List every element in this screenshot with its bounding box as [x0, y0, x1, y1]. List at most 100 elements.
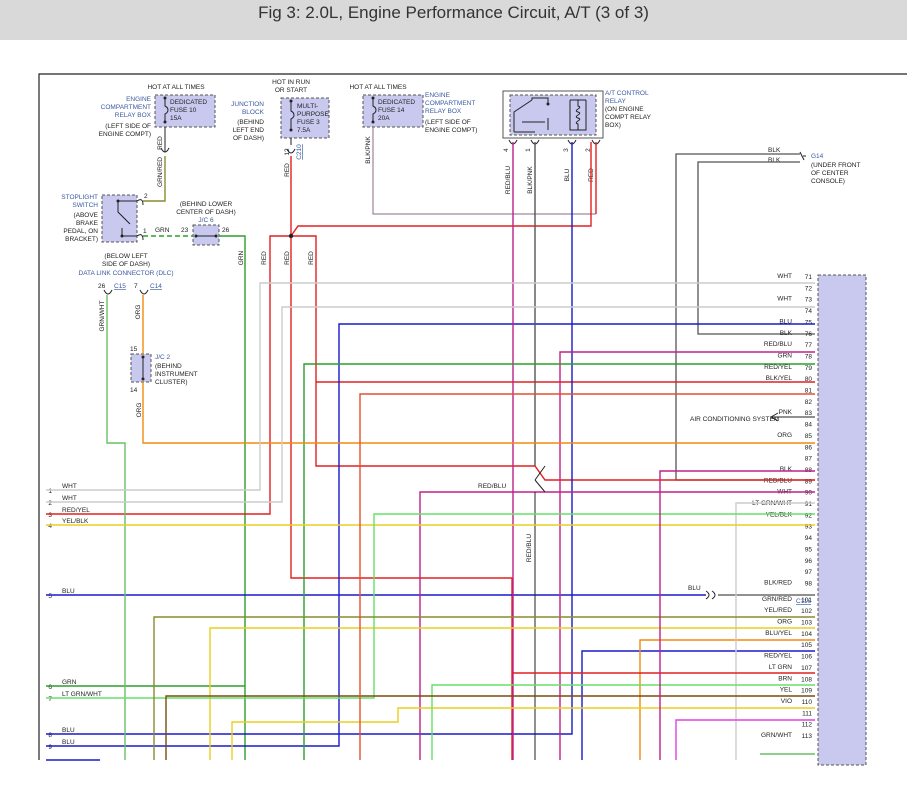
ecm-pin-75: 75 [805, 319, 813, 326]
dlc-note-1: (BELOW LEFT [104, 253, 147, 260]
g14-wire-2 [697, 161, 815, 335]
stoplight-note-2: BRAKE [76, 220, 99, 227]
left-pin-5: 5 [48, 593, 52, 600]
stoplight-note-1: (ABOVE [73, 212, 98, 219]
wire-lt-grn-107 [431, 684, 815, 760]
g14-note-1: (UNDER FRONT [811, 162, 860, 169]
at-control-relay-group: A/T CONTROL RELAY (ON ENGINE COMPT RELAY… [502, 90, 652, 194]
fuse3-connector-c210: C210 [296, 144, 303, 160]
ecm-pin-84: 84 [805, 422, 813, 429]
left-pin-wire-6: GRN [62, 679, 77, 686]
left-pin-4: 4 [48, 523, 52, 530]
jc2-wire-org: ORG [136, 403, 143, 418]
stoplight-pin-1: 1 [143, 228, 147, 235]
jc6-note-2: CENTER OF DASH) [176, 209, 236, 216]
page-title: Fig 3: 2.0L, Engine Performance Circuit,… [258, 3, 649, 22]
jc2-note-3: CLUSTER) [155, 379, 188, 386]
ecm-pin-80: 80 [805, 376, 813, 383]
fuse3-name-1: MULTI- [297, 103, 318, 110]
wire-red-splice-top [290, 142, 592, 237]
stoplight-switch-symbol [117, 200, 137, 237]
dlc-group: (BELOW LEFT SIDE OF DASH) DATA LINK CONN… [79, 253, 174, 332]
wire-grn-wht-dlc [106, 295, 126, 760]
right-pin-list: 71WHT7273WHT7475BLU76BLK77RED/BLU78GRN79… [752, 273, 813, 740]
ecm-pin-74: 74 [805, 308, 813, 315]
wire-grn-red-101 [153, 616, 815, 760]
dlc-connector-c14: C14 [150, 283, 162, 290]
wires: RED RED RED RED/BLU RED/BLU [46, 142, 815, 761]
ecm-pin-wire-109: YEL [780, 687, 793, 694]
wire-wht-1 [46, 282, 815, 491]
wire-blu-75 [46, 323, 815, 747]
jc6-pin-26: 26 [222, 227, 230, 234]
fuse14-note-2: ENGINE COMPT) [425, 127, 477, 134]
ecm-pin-82: 82 [805, 399, 813, 406]
fuse10-wire-grnred-label: GRN/RED [157, 157, 164, 187]
ecm-pin-wire-106: RED/YEL [764, 653, 792, 660]
fuse10-loc-3: RELAY BOX [115, 112, 152, 119]
ecm-pin-85: 85 [805, 433, 813, 440]
fuse10-name-3: 15A [170, 115, 182, 122]
wire-yel-red-102 [209, 627, 815, 760]
wire-lt-grn-wht-91 [46, 513, 815, 699]
jc2-note-1: (BEHIND [155, 363, 182, 370]
fuse14-name-3: 20A [378, 115, 390, 122]
ecm-pin-76: 76 [805, 331, 813, 338]
fuse10-name-1: DEDICATED [170, 99, 207, 106]
ecm-pin-110: 110 [802, 699, 813, 706]
stoplight-switch-group: STOPLIGHT SWITCH (ABOVE BRAKE PEDAL, ON … [61, 156, 166, 243]
jc2-name: J/C 2 [155, 354, 171, 361]
fuse10-loc-1: ENGINE [126, 96, 152, 103]
left-pin-9: 9 [48, 744, 52, 751]
fuse3-hot-2: OR START [275, 87, 307, 94]
ecm-pin-73: 73 [805, 297, 813, 304]
ecm-pin-wire-101: GRN/RED [762, 596, 792, 603]
ecm-pin-92: 92 [805, 512, 813, 519]
diagram-frame [38, 73, 907, 760]
fuse3-name-2: PURPOSE [297, 111, 329, 118]
left-pin-wire-3: RED/YEL [62, 507, 90, 514]
relay-pin-2: 2 [585, 148, 592, 152]
ecm-pin-106: 106 [801, 654, 812, 661]
ecm-pin-91: 91 [805, 501, 813, 508]
fuse-14-group: HOT AT ALL TIMES DEDICATED FUSE 14 20A E… [349, 84, 596, 215]
ecm-pin-93: 93 [805, 524, 813, 531]
wire-wht-90 [735, 502, 815, 760]
wire-red-blu-88 [659, 470, 815, 760]
fuse14-symbol [372, 98, 377, 122]
fuse3-box [280, 97, 330, 139]
jc6-pin-23: 23 [181, 227, 189, 234]
fuse14-name-2: FUSE 14 [378, 107, 405, 114]
wire-org-85 [142, 382, 815, 444]
ecm-pin-wire-85: ORG [777, 432, 792, 439]
relay-note-1: (ON ENGINE [605, 106, 644, 113]
ecm-pin-86: 86 [805, 444, 813, 451]
jc2-pin-14: 14 [130, 387, 138, 394]
ecm-pin-wire-73: WHT [777, 296, 792, 303]
ecm-pin-97: 97 [805, 569, 813, 576]
fuse14-hot-label: HOT AT ALL TIMES [349, 84, 407, 91]
ecm-pin-wire-75: BLU [779, 318, 792, 325]
ecm-pin-94: 94 [805, 535, 813, 542]
fuse3-note-3: OF DASH) [233, 135, 264, 142]
stoplight-switch-box [101, 194, 138, 243]
wire-red-blu-77 [559, 351, 815, 760]
ecm-pin-72: 72 [805, 285, 813, 292]
ecm-connector-box [817, 274, 867, 766]
fuse14-note-1: (LEFT SIDE OF [425, 119, 471, 126]
jc6-name: J/C 6 [198, 217, 214, 224]
ecm-pin-wire-78: GRN [778, 352, 793, 359]
left-pin-wire-1: WHT [62, 483, 77, 490]
ecm-pin-wire-71: WHT [777, 273, 792, 280]
jc6-group: (BEHIND LOWER CENTER OF DASH) J/C 6 23 2… [143, 201, 246, 760]
ecm-pin-wire-89: RED/BLU [764, 477, 792, 484]
ecm-pin-wire-79: RED/YEL [764, 364, 792, 371]
red-blu-vert-label: RED/BLU [526, 534, 533, 562]
relay-pin-1: 1 [525, 148, 532, 152]
ecm-pin-wire-107: LT GRN [769, 664, 793, 671]
ecm-pin-112: 112 [802, 722, 813, 729]
left-pin-7: 7 [48, 696, 52, 703]
ecm-pin-wire-88: BLK [780, 466, 793, 473]
